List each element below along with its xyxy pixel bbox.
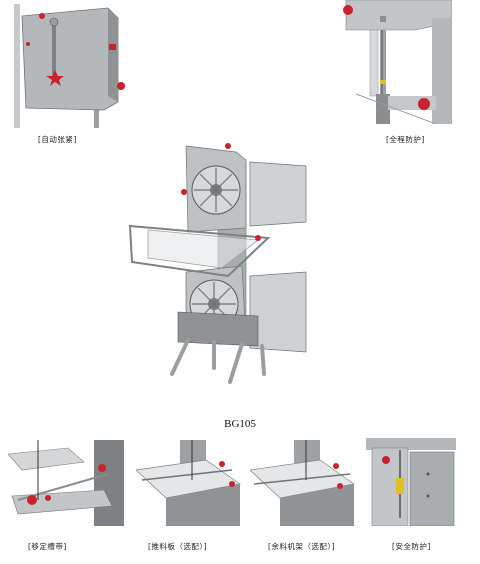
fixed-guide-illustration	[8, 440, 124, 526]
caption-fixed-guide: [移定槽带]	[28, 542, 67, 551]
caption-material-rack: [余料机架（选配）]	[268, 542, 336, 551]
main-machine-illustration	[128, 143, 307, 384]
safety-illustration	[366, 438, 456, 526]
panel-full-guard	[336, 0, 452, 124]
panel-safety	[366, 438, 456, 526]
panel-main-machine	[118, 142, 318, 388]
caption-safety: [安全防护]	[392, 542, 431, 551]
model-label: BG105	[224, 418, 256, 430]
panel-push-plate	[136, 440, 244, 526]
panel-material-rack	[250, 440, 358, 526]
panel-fixed-guide	[8, 440, 124, 526]
caption-full-guard: [全程防护]	[386, 135, 425, 144]
panel-auto-tension	[8, 4, 128, 128]
caption-push-plate: [推料板（选配）]	[148, 542, 208, 551]
full-guard-illustration	[343, 0, 452, 124]
push-plate-illustration	[136, 440, 241, 526]
material-rack-illustration	[250, 440, 355, 526]
caption-auto-tension: [自动张紧]	[38, 135, 77, 144]
auto-tension-illustration	[14, 4, 125, 128]
